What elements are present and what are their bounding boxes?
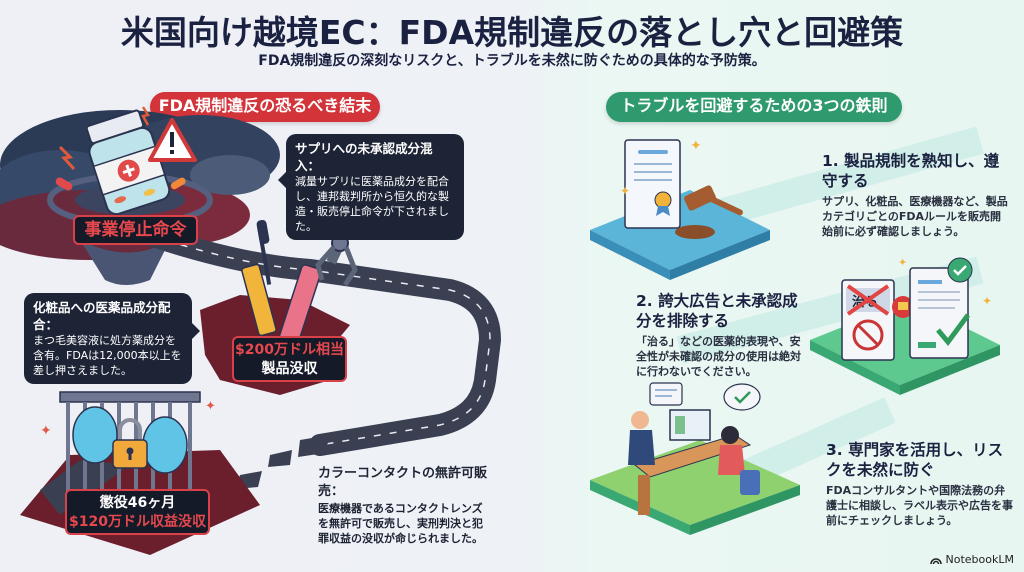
sparkle-icon: ✦ xyxy=(40,423,52,439)
check-circle-icon xyxy=(947,257,973,283)
notebooklm-logo-icon xyxy=(929,555,942,565)
callout-title: サプリへの未承認成分混入： xyxy=(295,141,433,173)
badge-line: $120万ドル収益没収 xyxy=(69,514,206,530)
rule-body: サプリ、化粧品、医療機器など、製品カテゴリごとのFDAルールを販売開始前に必ず確… xyxy=(822,195,1008,238)
rule-3: 3. 専門家を活用し、リスクを未然に防ぐ FDAコンサルタントや国際法務の弁護士… xyxy=(826,440,1016,528)
rule-title: 3. 専門家を活用し、リスクを未然に防ぐ xyxy=(826,441,1004,479)
page-title: 米国向け越境EC：FDA規制違反の落とし穴と回避策 xyxy=(120,13,904,52)
business-suspension-badge: 事業停止命令 xyxy=(73,215,198,245)
capsule-icon xyxy=(170,177,186,190)
mascara-icon xyxy=(241,219,277,337)
prohibited-claims-icon: 治る xyxy=(841,279,895,361)
lightning-icon xyxy=(141,106,151,126)
rule-body: FDAコンサルタントや国際法務の弁護士に相談し、ラベル表示や広告を事前にチェック… xyxy=(826,484,1013,527)
rule-title: 2. 誇大広告と未承認成分を排除する xyxy=(636,292,798,330)
road-icon xyxy=(139,224,502,489)
capsule-icon xyxy=(55,177,73,191)
rule-1: 1. 製品規制を熟知し、遵守する サプリ、化粧品、医療機器など、製品カテゴリごと… xyxy=(822,151,1012,239)
callout-body: 減量サプリに医薬品成分を配合し、連邦裁判所から恒久的な製造・販売停止命令が下され… xyxy=(295,175,449,233)
prison-sentence-badge: 懲役46ヶ月 $120万ドル収益没収 xyxy=(65,489,210,535)
certificate-icon xyxy=(624,139,681,229)
right-illustration: ✦ ✦ 治る ✦ ✦ xyxy=(590,126,1000,535)
contact-lens-icon xyxy=(72,406,118,464)
page-subtitle: FDA規制違反の深刻なリスクと、トラブルを未然に防ぐための具体的な予防策。 xyxy=(258,53,766,69)
contact-lens-icon xyxy=(142,416,188,474)
callout-body: まつ毛美容液に処方薬成分を含有。FDAは12,000本以上を差し押さえました。 xyxy=(33,334,182,377)
case-callout-supplement: サプリへの未承認成分混入： 減量サプリに医薬品成分を配合し、連邦裁判所から恒久的… xyxy=(278,134,464,240)
product-seizure-badge: $200万ドル相当 製品没収 xyxy=(232,336,347,382)
rule-2: 2. 誇大広告と未承認成分を排除する 「治る」などの医薬的表現や、安全性が未確認… xyxy=(636,291,811,379)
case-body: 医療機器であるコンタクトレンズを無許可で販売し、実刑判決と犯罪収益の没収が命じら… xyxy=(318,502,483,545)
gavel-icon xyxy=(675,185,743,239)
sparkle-icon: ✦ xyxy=(620,184,630,198)
right-section-heading: トラブルを回避するための3つの鉄則 xyxy=(606,92,902,122)
rule-title: 1. 製品規制を熟知し、遵守する xyxy=(822,152,1000,190)
expert-consultation-icon xyxy=(628,409,760,515)
rule-body: 「治る」などの医薬的表現や、安全性が未確認の成分の使用は絶対に行わないでください… xyxy=(636,335,801,378)
approved-document-icon xyxy=(909,267,971,359)
case-callout-cosmetics: 化粧品への医薬品成分配合： まつ毛美容液に処方薬成分を含有。FDAは12,000… xyxy=(24,293,200,384)
thumbs-down-icon xyxy=(892,296,914,318)
case-text-contact-lens: カラーコンタクトの無許可販売： 医療機器であるコンタクトレンズを無許可で販売し、… xyxy=(318,465,488,546)
speech-bubble-icon xyxy=(649,382,683,406)
badge-line: 懲役46ヶ月 xyxy=(99,495,176,511)
sparkle-icon: ✦ xyxy=(898,256,907,269)
brand-name: NotebookLM xyxy=(945,553,1014,566)
sparkle-icon: ✦ xyxy=(690,138,702,154)
badge-line: 事業停止命令 xyxy=(84,220,187,240)
case-title: カラーコンタクトの無許可販売： xyxy=(318,466,488,499)
sparkle-icon: ✦ xyxy=(982,294,992,308)
warning-icon xyxy=(148,118,197,162)
brand-watermark: NotebookLM xyxy=(929,553,1014,566)
lightning-icon xyxy=(58,145,76,171)
badge-line: $200万ドル相当 xyxy=(235,342,344,358)
callout-title: 化粧品への医薬品成分配合： xyxy=(33,300,171,332)
padlock-icon xyxy=(112,418,148,469)
badge-line: 製品没収 xyxy=(261,361,318,377)
sparkle-icon: ✦ xyxy=(205,399,216,414)
thought-bubble-check-icon xyxy=(723,383,761,411)
